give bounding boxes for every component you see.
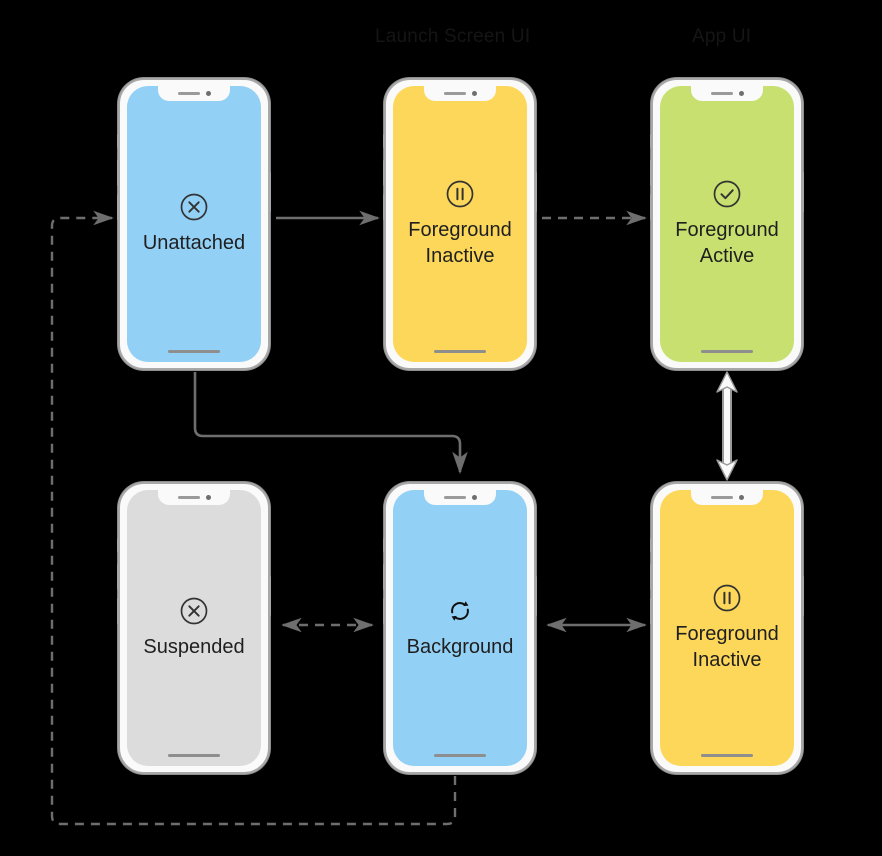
phone-button-mute xyxy=(117,538,120,552)
phone-button-volume-down xyxy=(117,194,120,220)
state-card-suspended[interactable]: Suspended xyxy=(117,482,271,774)
phone-button-power xyxy=(268,576,271,616)
state-card-foreground-inactive-bottom[interactable]: Foreground Inactive xyxy=(650,482,804,774)
check-circle-icon xyxy=(712,179,742,209)
section-label-launch-screen-ui: Launch Screen UI xyxy=(375,26,531,47)
camera-icon xyxy=(205,91,211,96)
phone-button-power xyxy=(801,576,804,616)
phone-button-power xyxy=(534,172,537,212)
phone-button-power xyxy=(534,576,537,616)
phone-button-mute xyxy=(383,538,386,552)
phone-button-volume-up xyxy=(650,160,653,186)
state-card-foreground-active[interactable]: Foreground Active xyxy=(650,78,804,370)
phone-button-mute xyxy=(650,538,653,552)
phone-button-volume-down xyxy=(383,598,386,624)
phone-notch xyxy=(158,490,230,505)
camera-icon xyxy=(205,495,211,500)
phone-button-mute xyxy=(650,134,653,148)
camera-icon xyxy=(471,495,477,500)
speaker-icon xyxy=(443,92,466,95)
phone-button-volume-down xyxy=(383,194,386,220)
state-label-foreground-active: Foreground Active xyxy=(675,218,779,267)
refresh-circle-icon xyxy=(445,596,475,626)
phone-button-power xyxy=(801,172,804,212)
phone-button-volume-up xyxy=(383,564,386,590)
screen-unattached: Unattached xyxy=(127,86,261,362)
arrow-unattached-to-background xyxy=(193,372,468,475)
phone-button-volume-down xyxy=(650,194,653,220)
screen-foreground-inactive-bottom: Foreground Inactive xyxy=(660,490,794,766)
speaker-icon xyxy=(710,496,733,499)
phone-notch xyxy=(158,86,230,101)
speaker-icon xyxy=(443,496,466,499)
phone-button-volume-down xyxy=(117,598,120,624)
phone-notch xyxy=(424,490,496,505)
speaker-icon xyxy=(710,92,733,95)
state-label-background: Background xyxy=(406,635,514,658)
phone-notch xyxy=(424,86,496,101)
home-indicator xyxy=(701,754,753,757)
phone-button-volume-up xyxy=(117,564,120,590)
camera-icon xyxy=(471,91,477,96)
pause-circle-icon xyxy=(712,583,742,613)
screen-foreground-inactive-top: Foreground Inactive xyxy=(393,86,527,362)
home-indicator xyxy=(168,350,220,353)
state-card-unattached[interactable]: Unattached xyxy=(117,78,271,370)
screen-foreground-active: Foreground Active xyxy=(660,86,794,362)
phone-button-mute xyxy=(117,134,120,148)
state-card-background[interactable]: Background xyxy=(383,482,537,774)
camera-icon xyxy=(738,495,744,500)
screen-background: Background xyxy=(393,490,527,766)
phone-button-volume-down xyxy=(650,598,653,624)
home-indicator xyxy=(434,754,486,757)
phone-notch xyxy=(691,490,763,505)
speaker-icon xyxy=(177,92,200,95)
speaker-icon xyxy=(177,496,200,499)
x-circle-icon xyxy=(179,596,209,626)
section-label-app-ui: App UI xyxy=(692,26,752,47)
phone-button-volume-up xyxy=(117,160,120,186)
state-label-unattached: Unattached xyxy=(142,231,246,254)
phone-button-volume-up xyxy=(383,160,386,186)
arrow-foreground-active-to-foreground-inactive-bottom xyxy=(716,371,738,481)
state-card-foreground-inactive-top[interactable]: Foreground Inactive xyxy=(383,78,537,370)
home-indicator xyxy=(701,350,753,353)
screen-suspended: Suspended xyxy=(127,490,261,766)
camera-icon xyxy=(738,91,744,96)
phone-button-volume-up xyxy=(650,564,653,590)
state-label-suspended: Suspended xyxy=(143,635,245,658)
home-indicator xyxy=(168,754,220,757)
state-label-foreground-inactive-top: Foreground Inactive xyxy=(408,218,512,267)
phone-button-mute xyxy=(383,134,386,148)
phone-button-power xyxy=(268,172,271,212)
state-label-foreground-inactive-bottom: Foreground Inactive xyxy=(675,622,779,671)
home-indicator xyxy=(434,350,486,353)
phone-notch xyxy=(691,86,763,101)
x-circle-icon xyxy=(179,192,209,222)
pause-circle-icon xyxy=(445,179,475,209)
